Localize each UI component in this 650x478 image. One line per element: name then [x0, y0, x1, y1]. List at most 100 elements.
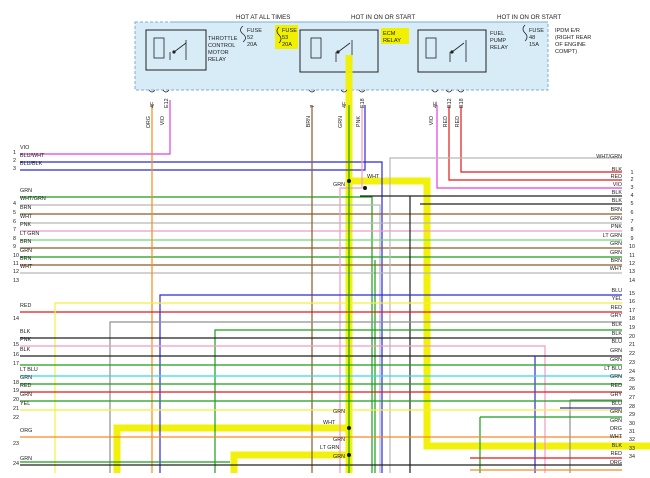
left-wire-label-17: PNK	[20, 337, 31, 343]
right-pin-number-4: 4	[631, 193, 634, 199]
connector-wire-color-3: GRN	[338, 116, 344, 128]
connector-wire-color-4: PNK	[356, 116, 362, 127]
left-pin-number-24: 21	[13, 406, 19, 412]
right-wire-label-35: ORG	[610, 460, 622, 466]
connector-wire-color-7: RED	[455, 116, 461, 127]
wire-0	[20, 100, 171, 155]
left-pin-number-8: 8	[13, 236, 16, 242]
throttle-relay-label-2: CONTROL	[208, 43, 235, 49]
wire-26	[109, 321, 622, 473]
left-pin-number-1: 2	[13, 158, 16, 164]
connector-pin-label-5: 4E	[433, 101, 439, 108]
right-wire-label-12: BRN	[611, 258, 622, 264]
mark-layer: 4FORGE12VIO7BRN4FGRNE18PNK4EVIOE12REDE18…	[13, 89, 635, 467]
wire-4	[448, 105, 622, 181]
fuse53-highlight	[275, 25, 298, 49]
ecm-relay-highlight	[381, 28, 409, 44]
right-wire-label-2: RED	[611, 174, 622, 180]
ecm-relay-label-2: RELAY	[383, 38, 401, 44]
left-wire-label-20: LT BLU	[20, 367, 38, 373]
fuse48-label-1: FUSE	[529, 28, 544, 34]
right-pin-number-7: 7	[631, 219, 634, 225]
right-pin-number-28: 28	[629, 404, 635, 410]
right-pin-number-5: 5	[631, 201, 634, 207]
right-wire-label-1: BLK	[612, 167, 623, 173]
connector-wire-color-0: ORG	[146, 116, 152, 128]
throttle-relay-group: THROTTLE CONTROL MOTOR RELAY	[145, 29, 238, 71]
left-wire-label-14: RED	[20, 303, 31, 309]
trunk-wire-label-5: LT GRN	[320, 445, 339, 451]
fuse48-label-2: 48	[529, 35, 535, 41]
right-pin-number-14: 14	[629, 278, 635, 284]
left-pin-number-22: 19	[13, 388, 19, 394]
right-wire-label-7: GRN	[610, 216, 622, 222]
ecm-relay-group: ECM RELAY	[299, 28, 409, 73]
connector-pin-label-2: 7	[310, 105, 316, 108]
ecm-relay-coil	[310, 37, 322, 59]
right-pin-number-32: 32	[629, 437, 635, 443]
right-wire-label-26: RED	[611, 383, 622, 389]
right-wire-label-28: BLU	[612, 401, 623, 407]
left-pin-number-9: 9	[13, 244, 16, 250]
right-pin-number-12: 12	[629, 261, 635, 267]
right-pin-number-18: 18	[629, 316, 635, 322]
connector-wire-color-1: VIO	[160, 116, 166, 125]
right-pin-number-21: 21	[629, 342, 635, 348]
fuse52-label-1: FUSE	[247, 28, 262, 34]
left-wire-label-4: WHT/GRN	[20, 196, 46, 202]
fuel-pump-relay-label-1: FUEL	[490, 31, 504, 37]
trunk-wire-label-0: GRN	[333, 182, 345, 188]
connector-wire-color-6: RED	[443, 116, 449, 127]
left-wire-label-8: LT GRN	[20, 231, 39, 237]
fuse52-label-3: 20A	[247, 42, 257, 48]
right-pin-number-13: 13	[629, 269, 635, 275]
connector-pin-mark-3	[340, 89, 348, 93]
connector-pin-mark-5	[431, 89, 439, 93]
right-wire-label-4: BLK	[612, 190, 623, 196]
left-pin-number-6: 6	[13, 219, 16, 225]
wire-1	[20, 161, 383, 473]
fuse48-group: FUSE 48 15A	[522, 24, 544, 48]
left-wire-label-9: BRN	[20, 239, 31, 245]
left-wire-label-28: GRN	[20, 456, 32, 462]
ipdm-label-1: IPDM E/R	[555, 28, 580, 34]
right-wire-label-0: WHT/GRN	[596, 154, 622, 160]
right-pin-number-20: 20	[629, 334, 635, 340]
right-pin-number-2: 2	[631, 177, 634, 183]
fuse53-label-2: 53	[282, 35, 288, 41]
trunk-wire-label-4: GRN	[333, 437, 345, 443]
right-pin-number-31: 31	[629, 429, 635, 435]
right-pin-number-34: 34	[629, 454, 635, 460]
throttle-relay-dot	[172, 50, 176, 54]
hot-at-all-times-label: HOT AT ALL TIMES	[236, 14, 290, 21]
fuel-pump-relay-group: FUEL PUMP RELAY	[417, 29, 508, 73]
right-wire-label-10: GRN	[610, 241, 622, 247]
right-pin-number-1: 1	[631, 170, 634, 176]
right-pin-number-22: 22	[629, 351, 635, 357]
throttle-relay-coil	[153, 37, 165, 59]
fuse48-label-3: 15A	[529, 42, 539, 48]
ecm-relay-label-1: ECM	[383, 31, 396, 37]
highlight-path-2	[113, 424, 349, 473]
highlight-path-3	[230, 451, 349, 473]
wire-6	[20, 196, 373, 473]
fuse53-label-1: FUSE	[282, 28, 297, 34]
right-pin-number-15: 15	[629, 291, 635, 297]
wire-5	[460, 105, 622, 173]
right-wire-label-6: BRN	[611, 207, 622, 213]
left-pin-number-0: 1	[13, 150, 16, 156]
left-pin-number-23: 20	[13, 397, 19, 403]
left-pin-number-25: 22	[13, 415, 19, 421]
hot-in-on-or-start-label-2: HOT IN ON OR START	[497, 14, 562, 21]
ipdm-label-4: COMPT)	[555, 49, 577, 55]
throttle-relay-label-3: MOTOR	[208, 50, 229, 56]
ecm-relay-dot	[336, 50, 340, 54]
connector-pin-label-4: E18	[360, 98, 366, 108]
left-wire-label-6: WHT	[20, 214, 33, 220]
left-pin-number-7: 7	[13, 227, 16, 233]
connector-pin-label-1: E12	[164, 98, 170, 108]
left-wire-label-21: GRN	[20, 375, 32, 381]
splice-dot-3	[363, 186, 367, 190]
trunk-wire-label-6: GRN	[333, 454, 345, 460]
